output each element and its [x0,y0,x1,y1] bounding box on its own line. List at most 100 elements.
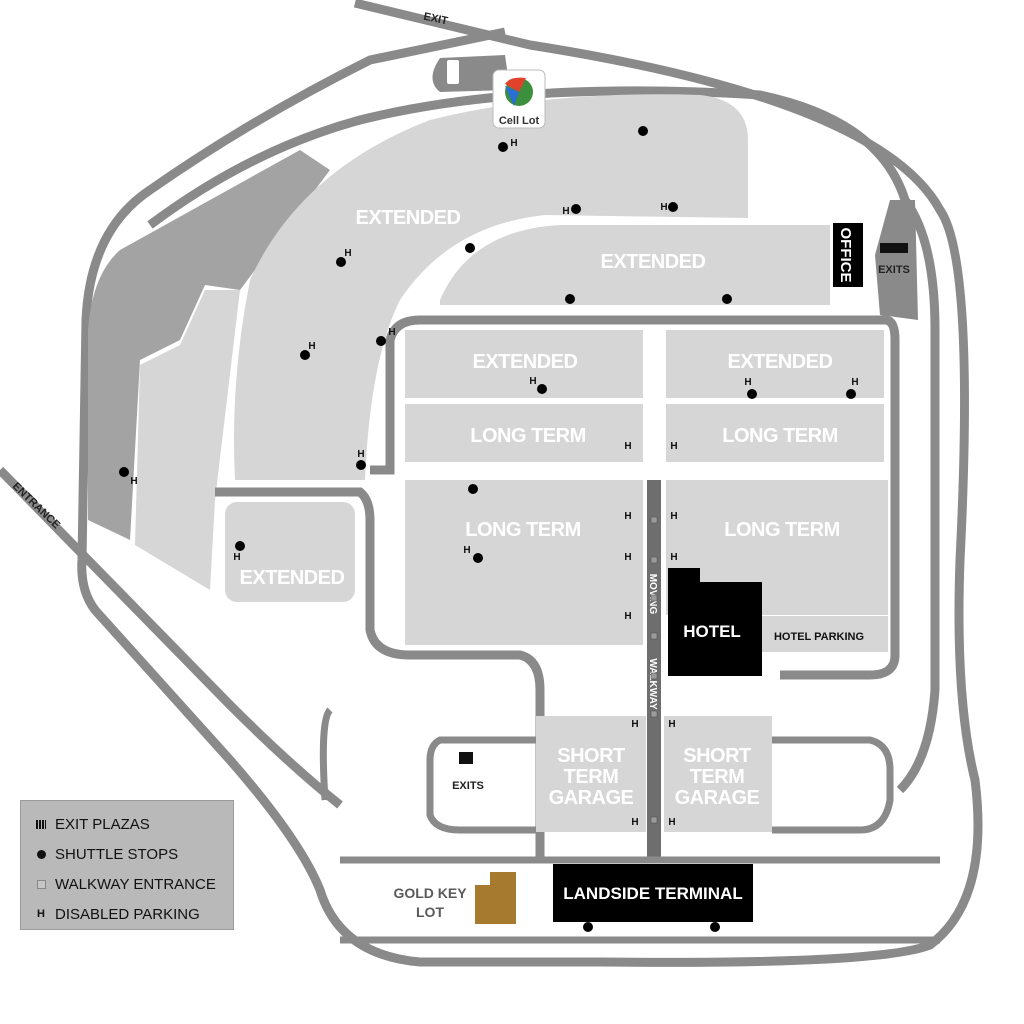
legend-label-exit-plazas: EXIT PLAZAS [55,815,150,833]
shuttle-stop [747,389,757,399]
shuttle-stop [571,204,581,214]
disabled-parking-marker: H [510,138,517,149]
disabled-parking-icon: H [37,908,45,920]
legend-row-walkway-entrance: WALKWAY ENTRANCE [31,869,223,899]
legend-label-disabled-parking: DISABLED PARKING [55,905,200,923]
disabled-parking-marker: H [670,511,677,522]
cell-lot-icon-blue [505,86,519,106]
gold-key-label-1: GOLD KEY [393,885,467,901]
lot-label-short-term-left-3: GARAGE [549,787,634,809]
disabled-parking-marker: H [744,377,751,388]
walkway-entrance [650,710,658,718]
lot-label-longterm-upper-right: LONG TERM [722,425,838,447]
exit-plaza-office-icon [880,243,908,253]
lot-label-longterm-lower-left: LONG TERM [465,519,581,541]
landside-terminal-building [553,864,753,922]
moving-walkway-label-1: MOVING [647,574,658,615]
landside-terminal-label: LANDSIDE TERMINAL [563,884,742,903]
shuttle-stop [235,541,245,551]
shuttle-stop [468,484,478,494]
disabled-parking-marker: H [624,611,631,622]
lot-extended-top [234,94,748,481]
lot-label-extended-bottom-left: EXTENDED [240,567,345,589]
lot-label-short-term-right-3: GARAGE [675,787,760,809]
disabled-parking-marker: H [624,552,631,563]
lot-label-extended-left-center: EXTENDED [473,351,578,373]
disabled-parking-marker: H [668,719,675,730]
shuttle-stop [638,126,648,136]
shuttle-stop [710,922,720,932]
cell-lot-icon-red [505,77,526,92]
lot-overflow-west-light [135,290,240,590]
shuttle-stop [565,294,575,304]
disabled-parking-marker: H [631,817,638,828]
garage-loop-road-right [772,736,894,834]
lot-label-short-term-right-2: TERM [690,766,745,788]
shuttle-stop [846,389,856,399]
cell-lot-label: Cell Lot [499,115,540,127]
walkway-entrance [650,594,658,602]
lot-label-extended-right-center: EXTENDED [728,351,833,373]
disabled-parking-marker: H [233,552,240,563]
lot-label-extended-mid: EXTENDED [601,251,706,273]
legend-row-exit-plazas: EXIT PLAZAS [31,809,223,839]
exit-plaza-icon [31,819,51,829]
disabled-parking-marker: H [357,449,364,460]
shuttle-stop [300,350,310,360]
shuttle-stop [119,467,129,477]
lot-extended-bottom-left [225,502,355,602]
disabled-parking-marker: H [631,719,638,730]
shuttle-stop [668,202,678,212]
disabled-parking-marker: H [388,327,395,338]
lot-label-longterm-upper-left: LONG TERM [470,425,586,447]
hotel-building [668,568,762,676]
exit-plaza-garage-icon [459,752,473,764]
legend-row-disabled-parking: H DISABLED PARKING [31,899,223,929]
lot-label-longterm-lower-right: LONG TERM [724,519,840,541]
central-grid-road [370,315,900,680]
hotel-parking-label: HOTEL PARKING [774,631,864,643]
shuttle-stops [119,126,856,932]
walkway-entrance-icon [31,879,51,889]
gold-key-lot [475,872,516,924]
legend-label-shuttle-stops: SHUTTLE STOPS [55,845,179,863]
shuttle-stop [537,384,547,394]
walkway-entrance [650,556,658,564]
exit-top-label: EXIT [422,11,449,28]
shuttle-stop [722,294,732,304]
lot-label-short-term-right-1: SHORT [683,745,751,767]
disabled-parking-marker: H [463,545,470,556]
walkway-entrance [650,632,658,640]
gas-pump-icon [447,60,459,84]
office-label: OFFICE [837,228,854,283]
disabled-parking-marker: H [308,341,315,352]
lot-extended-mid [440,225,830,305]
exit-plaza-office-area [875,200,918,320]
lot-hotel-parking [762,616,888,652]
shuttle-stop [465,243,475,253]
shuttle-stop [356,460,366,470]
disabled-parking-marker: H [670,552,677,563]
lot-label-extended-top: EXTENDED [356,207,461,229]
walkway-entrance [650,672,658,680]
legend-row-shuttle-stops: SHUTTLE STOPS [31,839,223,869]
walkway-entrance [650,816,658,824]
disabled-parking-marker: H [660,202,667,213]
disabled-parking-marker: H [668,817,675,828]
shuttle-stop [498,142,508,152]
disabled-parking-marker: H [624,441,631,452]
lot-longterm-lower-left [405,480,643,645]
office-building [833,223,863,287]
central-loop-road [215,487,545,860]
disabled-parking-marker: H [851,377,858,388]
inner-ring-road [147,86,940,794]
exits-office-label: EXITS [878,264,910,276]
disabled-parking-marker: H [344,248,351,259]
lot-label-short-term-left-2: TERM [564,766,619,788]
moving-walkway [647,480,661,862]
lot-longterm-upper-left [405,404,643,462]
disabled-parking-marker: H [624,511,631,522]
shuttle-stop [376,336,386,346]
